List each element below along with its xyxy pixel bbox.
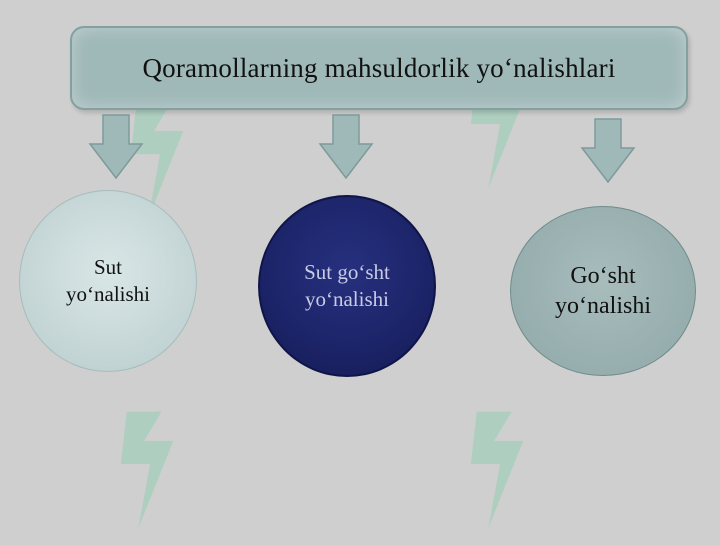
node-label: yo‘nalishi: [304, 287, 389, 311]
watermark-logo: [90, 400, 210, 540]
node-milk-direction: Sut yo‘nalishi: [19, 190, 197, 372]
node-meat-direction: Go‘sht yo‘nalishi: [510, 206, 696, 376]
watermark-logo: [100, 90, 220, 230]
down-arrow-icon: [318, 114, 374, 180]
diagram-title: Qoramollarning mahsuldorlik yo‘nalishlar…: [142, 52, 616, 83]
down-arrow-icon: [580, 118, 636, 184]
node-label: yo‘nalishi: [555, 293, 651, 319]
down-arrow-icon: [88, 114, 144, 180]
diagram-title-box: Qoramollarning mahsuldorlik yo‘nalishlar…: [70, 26, 688, 110]
node-milk-meat-direction: Sut go‘sht yo‘nalishi: [258, 195, 436, 377]
node-label: Sut: [93, 255, 122, 279]
node-label: Go‘sht: [570, 263, 636, 289]
node-label: yo‘nalishi: [66, 282, 150, 306]
watermark-logo: [440, 400, 560, 540]
node-label: Sut go‘sht: [304, 260, 390, 284]
